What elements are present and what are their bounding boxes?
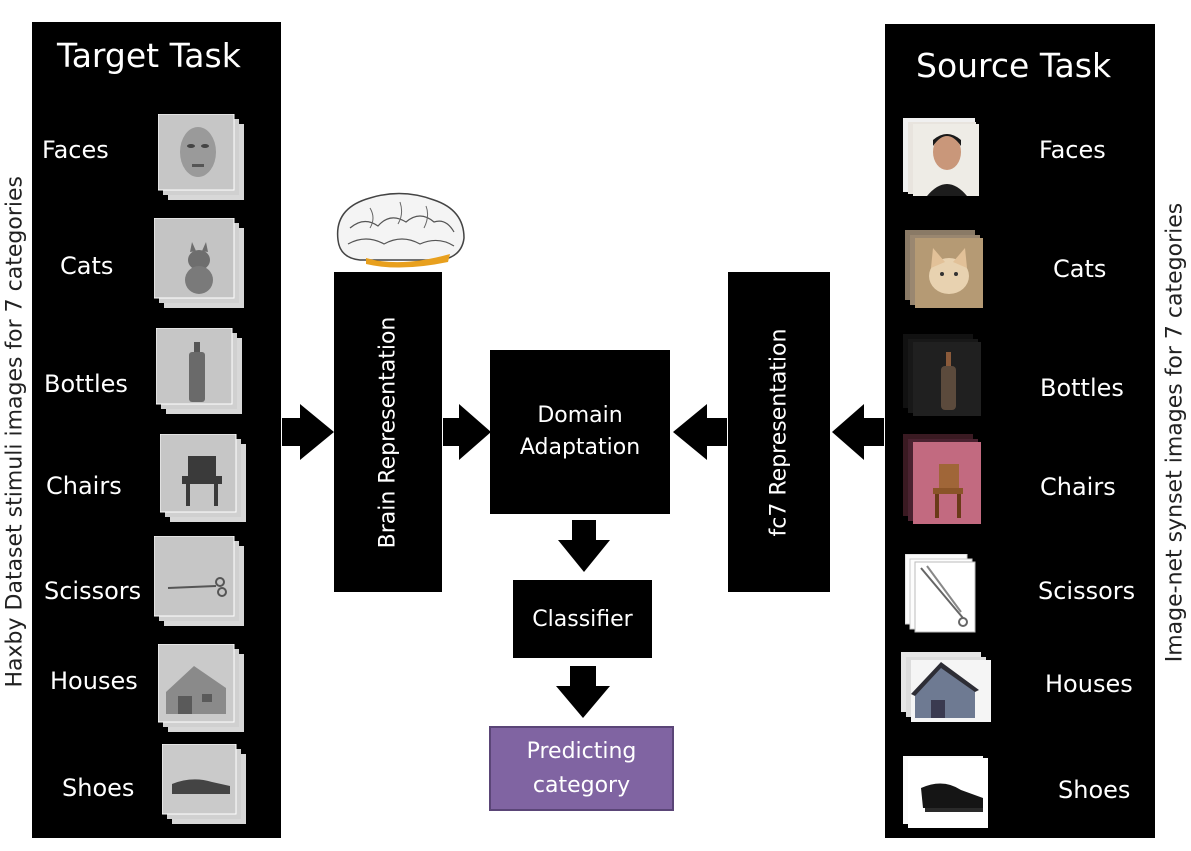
target-label-cats: Cats: [60, 252, 114, 280]
domain-adaptation-line2: Adaptation: [519, 435, 641, 460]
arrow-right-brain-to-domain: [443, 404, 491, 460]
target-shoe-thumbnail: [162, 744, 246, 824]
target-scissors-thumbnail: [154, 536, 244, 626]
arrow-down-classifier-to-output: [556, 666, 610, 718]
target-label-bottles: Bottles: [44, 370, 128, 398]
target-house-thumbnail: [158, 644, 244, 732]
arrow-down-domain-to-classifier: [558, 520, 610, 572]
predicting-category-line2: category: [532, 772, 631, 798]
target-task-panel: Target Task Faces Cats Bottles Chairs Sc…: [32, 22, 281, 838]
source-label-scissors: Scissors: [1038, 577, 1136, 605]
brain-representation-box: Brain Representation: [334, 272, 442, 592]
fc7-representation-box: fc7 Representation: [728, 272, 830, 592]
source-face-thumbnail: [903, 118, 979, 196]
target-label-scissors: Scissors: [44, 577, 142, 605]
target-face-thumbnail: [158, 114, 244, 200]
target-label-shoes: Shoes: [62, 774, 135, 802]
arrow-right-target-to-brain: [282, 404, 334, 460]
classifier-label: Classifier: [532, 606, 633, 632]
target-bottle-thumbnail: [156, 328, 242, 414]
target-chair-thumbnail: [160, 434, 246, 522]
arrow-left-fc7-to-domain: [673, 404, 727, 460]
source-task-title: Source Task: [916, 46, 1112, 85]
right-side-label: Image-net synset images for 7 categories: [1162, 202, 1188, 663]
fc7-representation-label: fc7 Representation: [766, 328, 792, 537]
predicting-category-box: Predicting category: [489, 726, 674, 811]
target-cat-thumbnail: [154, 218, 244, 308]
predicting-category-line1: Predicting: [526, 738, 637, 764]
classifier-box: Classifier: [513, 580, 652, 658]
domain-adaptation-box: Domain Adaptation: [490, 350, 670, 514]
arrow-left-source-to-fc7: [832, 404, 884, 460]
source-shoe-thumbnail: [903, 756, 988, 828]
source-label-bottles: Bottles: [1040, 374, 1124, 402]
left-side-label: Haxby Dataset stimuli images for 7 categ…: [2, 176, 28, 688]
source-task-panel: Source Task Faces Cats Bottles Chairs Sc…: [885, 24, 1155, 838]
brain-representation-label: Brain Representation: [375, 316, 401, 549]
source-label-chairs: Chairs: [1040, 473, 1116, 501]
source-chair-thumbnail: [903, 434, 981, 524]
domain-adaptation-line1: Domain: [537, 403, 623, 428]
target-label-chairs: Chairs: [46, 472, 122, 500]
source-bottle-thumbnail: [903, 334, 981, 416]
source-label-cats: Cats: [1053, 255, 1107, 283]
source-label-faces: Faces: [1039, 136, 1106, 164]
target-label-houses: Houses: [50, 667, 138, 695]
brain-icon: [336, 192, 465, 268]
source-house-thumbnail: [901, 652, 991, 722]
source-scissors-thumbnail: [905, 554, 976, 633]
source-label-houses: Houses: [1045, 670, 1133, 698]
target-task-title: Target Task: [57, 36, 241, 75]
source-cat-thumbnail: [905, 230, 983, 308]
source-label-shoes: Shoes: [1058, 776, 1131, 804]
target-label-faces: Faces: [42, 136, 109, 164]
